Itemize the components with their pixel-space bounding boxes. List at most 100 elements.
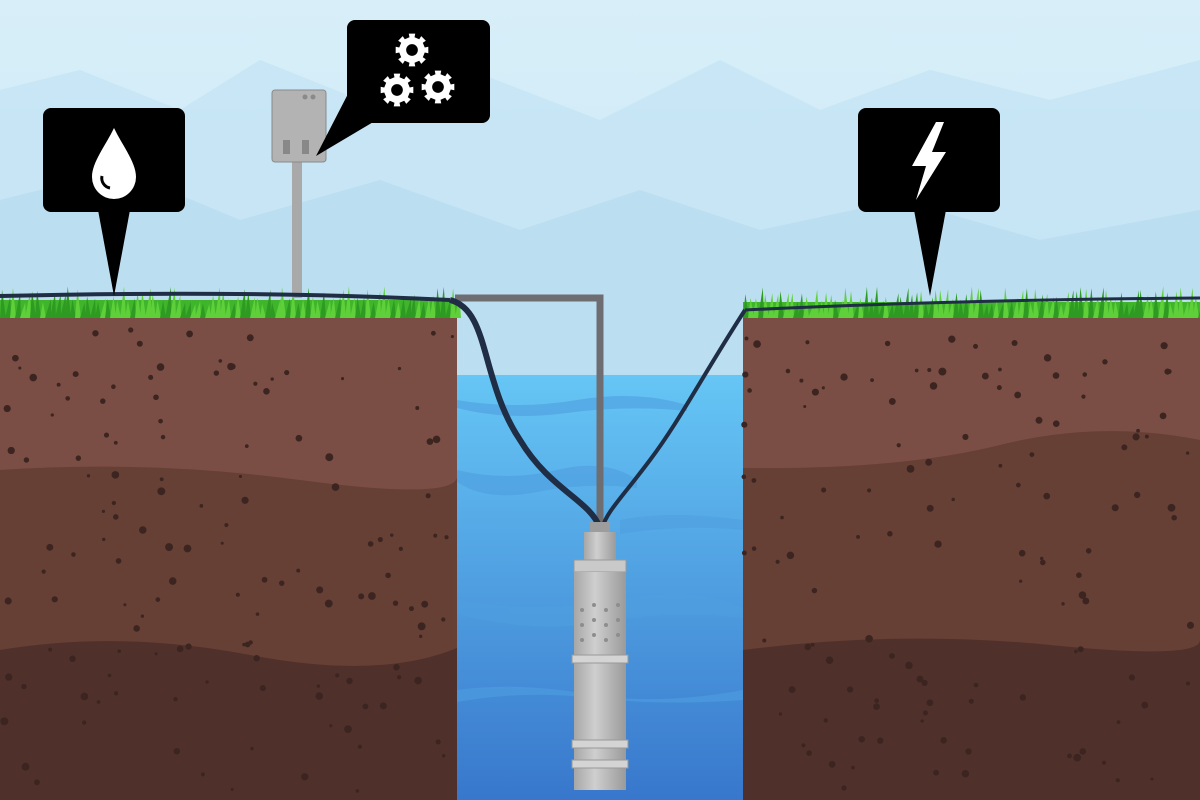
soil-speck — [1082, 597, 1090, 605]
grass-blade — [265, 289, 271, 318]
soil-speck — [253, 381, 258, 386]
grass-blade — [180, 302, 186, 318]
soil-speck — [358, 593, 365, 600]
soil-speck — [113, 691, 119, 696]
soil-speck — [103, 432, 110, 438]
soil-speck — [284, 369, 290, 376]
grass-blade — [818, 300, 824, 318]
soil-speck — [241, 496, 249, 504]
grass-blade — [1148, 297, 1154, 318]
soil-speck — [34, 779, 40, 786]
grass-blade — [1018, 290, 1024, 318]
grass-blade — [1123, 302, 1129, 318]
grass-blade — [1003, 287, 1009, 318]
soil-speck — [113, 514, 119, 520]
soil-speck — [115, 558, 122, 564]
soil-speck — [168, 577, 177, 585]
soil-speck — [889, 653, 895, 659]
grass-blade — [778, 290, 784, 318]
grass-blade — [210, 295, 216, 318]
grass-blade — [305, 287, 311, 318]
grass-blade — [345, 286, 351, 318]
grass-blade — [868, 297, 874, 318]
grass-blade — [350, 297, 356, 318]
grass-blade — [10, 288, 16, 318]
soil-speck — [301, 773, 309, 781]
soil-speck — [962, 433, 969, 440]
soil-speck — [1102, 359, 1108, 365]
soil-speck — [3, 405, 11, 413]
soil-speck — [934, 540, 942, 548]
soil-speck — [325, 453, 334, 462]
grass-blade — [798, 293, 804, 318]
soil-speck — [825, 656, 834, 665]
grass-blade — [400, 297, 406, 318]
grass-blade — [1093, 296, 1099, 318]
grass-blade — [873, 286, 879, 318]
grass-blade — [200, 303, 206, 318]
grass-blade — [1168, 302, 1174, 318]
soil-speck — [139, 526, 147, 534]
soil-speck — [1079, 748, 1087, 755]
grass-blade — [160, 300, 166, 318]
grass-blade — [225, 298, 231, 318]
right-ground — [743, 315, 1200, 800]
soil-speck — [21, 762, 30, 771]
grass-blade — [1103, 290, 1109, 318]
soil-speck — [851, 765, 855, 770]
soil-speck — [1040, 556, 1044, 561]
grass-blade — [1143, 294, 1149, 318]
grass-blade — [978, 289, 984, 318]
soil-speck — [1132, 433, 1140, 441]
soil-speck — [823, 718, 829, 723]
grass-blade — [1173, 291, 1179, 318]
soil-speck — [230, 787, 234, 791]
grass-blade — [325, 299, 331, 318]
soil-speck — [148, 374, 154, 380]
grass-blade — [0, 289, 6, 318]
soil-speck — [906, 465, 915, 473]
grass-blade — [50, 292, 56, 318]
soil-speck — [159, 477, 164, 482]
soil-speck — [884, 340, 891, 347]
grass-blade — [70, 299, 76, 318]
soil-speck — [1074, 649, 1078, 654]
soil-speck — [741, 421, 748, 428]
soil-speck — [877, 737, 884, 744]
soil-speck — [821, 487, 827, 493]
soil-speck — [23, 457, 30, 463]
grass-blade — [40, 301, 46, 318]
soil-speck — [185, 643, 192, 650]
grass-blade — [988, 303, 994, 318]
soil-speck — [377, 536, 383, 543]
grass-blade — [5, 296, 11, 318]
surface-cable-left — [0, 291, 451, 302]
soil-speck — [158, 418, 163, 424]
soil-speck — [295, 434, 303, 442]
soil-speck — [925, 458, 933, 466]
soil-speck — [155, 597, 161, 602]
soil-speck — [996, 385, 1002, 391]
soil-speck — [419, 634, 423, 639]
soil-speck — [741, 474, 747, 480]
soil-speck — [450, 335, 454, 339]
grass-blade — [923, 301, 929, 318]
grass-blade — [335, 296, 341, 318]
soil-speck — [1043, 354, 1052, 362]
soil-speck — [48, 647, 53, 652]
grass-blade — [773, 294, 779, 318]
soil-speck — [441, 754, 446, 758]
gear-hole — [432, 81, 444, 93]
soil-speck — [96, 700, 101, 704]
soil-speck — [46, 543, 54, 551]
grass-blade — [75, 289, 81, 318]
soil-speck — [235, 592, 240, 597]
soil-speck — [279, 580, 285, 586]
grass-blade — [260, 303, 266, 318]
soil-speck — [156, 363, 165, 371]
submersible-pump — [571, 522, 629, 790]
soil-speck — [255, 612, 260, 616]
soil-speck — [1076, 572, 1082, 579]
soil-speck — [1011, 339, 1018, 346]
soil-speck — [92, 330, 99, 337]
